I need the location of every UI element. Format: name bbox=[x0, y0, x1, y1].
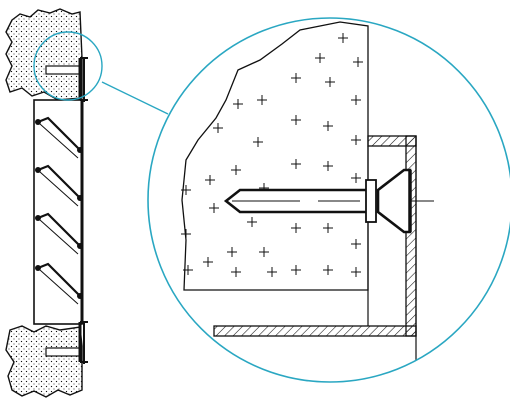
washer bbox=[365, 179, 377, 223]
angle-profile bbox=[213, 135, 417, 380]
detail-callout-large bbox=[147, 17, 510, 383]
enlarged-detail bbox=[181, 21, 434, 380]
wall-concrete-bottom bbox=[5, 325, 83, 398]
concrete-plus-marks bbox=[181, 33, 363, 277]
diagonal-bracing bbox=[37, 116, 81, 305]
left-elevation bbox=[5, 8, 103, 398]
concrete-body bbox=[181, 21, 369, 291]
anchor-bottom bbox=[45, 321, 88, 364]
anchor-top bbox=[45, 57, 88, 102]
bracing-nodes bbox=[35, 119, 83, 299]
countersunk-screw bbox=[223, 168, 434, 234]
callout-leader bbox=[101, 81, 169, 115]
detail-callout-small bbox=[33, 31, 103, 101]
wall-concrete-top bbox=[5, 8, 83, 101]
